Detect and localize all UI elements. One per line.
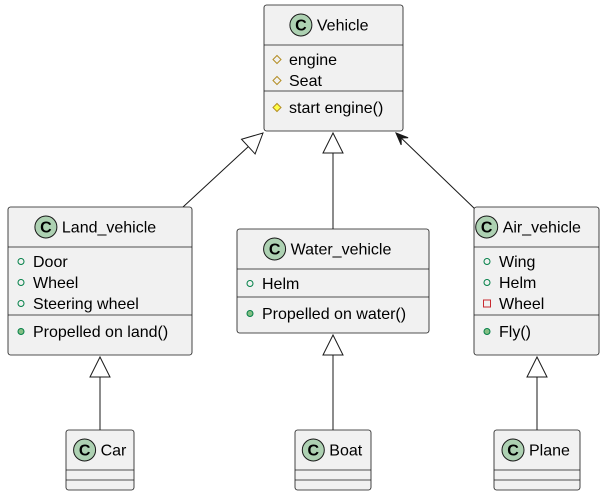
relation-car-to-land_vehicle — [89, 355, 111, 430]
inheritance-arrowhead — [322, 333, 344, 356]
class-box — [236, 228, 430, 334]
class-box — [473, 206, 600, 356]
class-box — [493, 429, 581, 491]
class-field: Seat — [289, 73, 322, 90]
class-stereotype-icon — [34, 215, 58, 239]
relation-plane-to-air_vehicle — [526, 355, 548, 430]
class-stereotype-letter: C — [40, 220, 52, 237]
public-field-icon — [17, 279, 25, 286]
class-stereotype-letter: C — [507, 443, 519, 460]
class-stereotype-letter: C — [308, 443, 320, 460]
public-field-icon — [483, 258, 491, 265]
class-field: Wheel — [499, 296, 544, 313]
inheritance-arrowhead — [322, 131, 344, 154]
public-field-icon — [17, 258, 25, 265]
class-car[interactable]: Car C — [65, 429, 135, 491]
class-method: start engine() — [289, 100, 383, 117]
class-name: Boat — [329, 443, 362, 460]
class-name: Vehicle — [317, 18, 369, 35]
relation-line — [397, 134, 477, 211]
class-stereotype-letter: C — [269, 242, 281, 259]
class-name: Plane — [529, 443, 570, 460]
association-arrowhead — [395, 132, 409, 146]
class-method: Propelled on land() — [33, 324, 168, 341]
class-field: Helm — [499, 275, 536, 292]
class-stereotype-letter: C — [295, 18, 307, 35]
class-box — [294, 429, 372, 491]
protected-field-icon — [272, 75, 282, 86]
class-name: Car — [101, 443, 127, 460]
class-stereotype-icon — [501, 438, 525, 462]
class-plane[interactable]: Plane C — [493, 429, 581, 491]
class-field: Wing — [499, 254, 535, 271]
class-stereotype-icon — [301, 438, 325, 462]
public-field-icon — [483, 279, 491, 286]
private-field-icon — [483, 299, 491, 308]
class-field: Wheel — [33, 275, 78, 292]
public-method-icon — [246, 310, 254, 317]
class-field: Door — [33, 254, 68, 271]
public-field-icon — [246, 280, 254, 287]
class-name: Land_vehicle — [62, 220, 156, 237]
class-stereotype-icon — [73, 438, 97, 462]
public-method-icon — [17, 328, 25, 335]
class-stereotype-icon — [289, 13, 313, 37]
class-method: Propelled on water() — [262, 306, 406, 323]
relation-land_vehicle-to-vehicle — [182, 132, 264, 208]
inheritance-arrowhead — [89, 355, 111, 378]
class-box — [65, 429, 135, 491]
relation-air_vehicle-to-vehicle — [395, 132, 477, 211]
class-stereotype-icon — [263, 237, 287, 261]
class-name: Water_vehicle — [291, 242, 392, 259]
class-box — [7, 206, 193, 356]
public-field-icon — [17, 300, 25, 307]
class-box — [263, 4, 404, 132]
relation-water_vehicle-to-vehicle — [322, 131, 344, 229]
inheritance-arrowhead — [240, 132, 264, 155]
class-field: Helm — [262, 276, 299, 293]
class-field: engine — [289, 52, 337, 69]
inheritance-arrowhead — [526, 355, 548, 378]
relation-boat-to-water_vehicle — [322, 333, 344, 430]
class-name: Air_vehicle — [503, 220, 581, 237]
class-boat[interactable]: Boat C — [294, 429, 372, 491]
class-stereotype-letter: C — [79, 443, 91, 460]
relation-line — [182, 146, 249, 208]
public-method-icon — [483, 328, 491, 335]
class-field: Steering wheel — [33, 296, 139, 313]
class-method: Fly() — [499, 324, 531, 341]
protected-method-icon — [272, 102, 282, 113]
protected-field-icon — [272, 54, 282, 65]
class-stereotype-icon — [475, 215, 499, 239]
class-stereotype-letter: C — [481, 220, 493, 237]
